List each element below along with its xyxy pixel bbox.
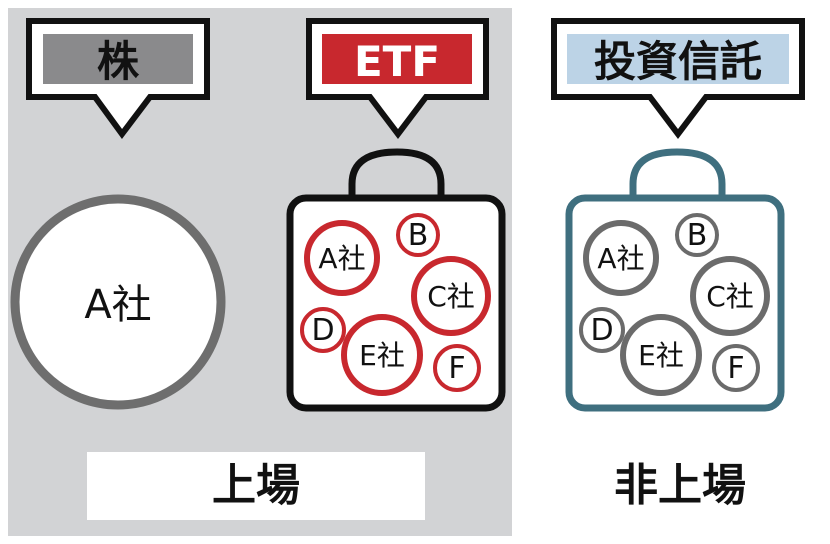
fund-holding-circle-5	[620, 314, 702, 396]
company-circle-icon	[10, 194, 226, 410]
fund-tag-fill	[567, 34, 789, 84]
fund-bag: A社 B C社 D E社 F	[565, 148, 785, 412]
fund-holdings: A社 B C社 D E社 F	[579, 213, 770, 396]
listed-footer-box	[87, 452, 425, 520]
etf-holding-circle-1	[304, 220, 380, 296]
fund-holding-circle-6	[712, 344, 760, 392]
etf-tag-label: ETF	[354, 37, 440, 86]
etf-holding-label-4: D	[311, 313, 334, 348]
etf-holding-circle-4	[300, 307, 346, 353]
stock-tag-label: 株	[97, 37, 140, 86]
fund-holding-circle-2	[675, 213, 719, 257]
fund-tag: 投資信託	[551, 18, 805, 139]
etf-holding-circle-2	[396, 213, 440, 257]
fund-holding-label-1: A社	[597, 242, 644, 275]
stock-company: A社	[10, 194, 226, 410]
stock-tag: 株	[26, 18, 210, 140]
etf-holding-circle-5	[341, 314, 423, 396]
bag-handle-icon	[348, 148, 445, 196]
etf-holding-label-5: E社	[359, 339, 405, 372]
listed-label: 上場	[212, 460, 300, 511]
etf-holding-label-3: C社	[427, 280, 475, 313]
fund-holding-circle-4	[579, 307, 625, 353]
etf-tag: ETF	[306, 18, 489, 139]
stock-tag-fill	[43, 34, 193, 84]
etf-holding-label-6: F	[448, 351, 465, 386]
bag-handle-icon	[629, 148, 726, 196]
etf-holding-circle-6	[433, 344, 481, 392]
etf-holding-circle-3	[411, 256, 491, 336]
etf-holding-label-1: A社	[318, 242, 365, 275]
etf-bag: A社 B C社 D E社 F	[286, 148, 506, 412]
fund-holding-label-2: B	[687, 218, 708, 253]
unlisted-label: 非上場	[614, 460, 746, 511]
etf-holdings: A社 B C社 D E社 F	[300, 213, 491, 396]
fund-holding-circle-1	[583, 220, 659, 296]
fund-holding-circle-3	[690, 256, 770, 336]
fund-holding-label-3: C社	[706, 280, 754, 313]
fund-tag-label: 投資信託	[594, 37, 762, 86]
fund-holding-label-5: E社	[638, 339, 684, 372]
etf-holding-label-2: B	[408, 218, 429, 253]
fund-holding-label-6: F	[727, 351, 744, 386]
etf-tag-fill	[322, 34, 472, 84]
fund-holding-label-4: D	[590, 313, 613, 348]
stock-company-label: A社	[84, 282, 151, 328]
